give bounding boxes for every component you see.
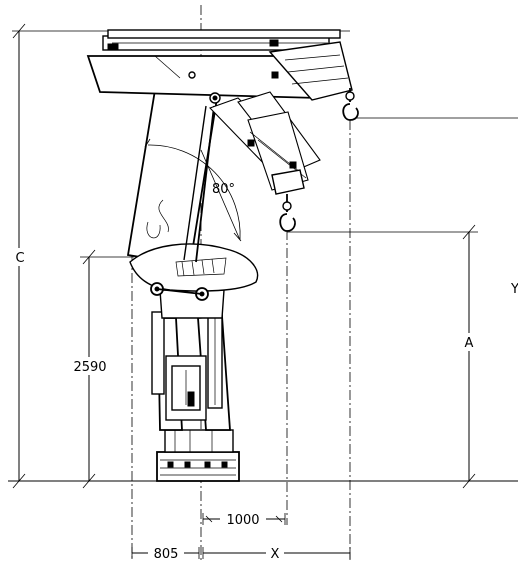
dimension-y: Y	[352, 117, 518, 297]
dimension-x: X	[202, 544, 351, 562]
outer-boom-horizontal	[86, 29, 353, 104]
hook-raised	[342, 88, 359, 121]
hook-lowered	[279, 194, 296, 232]
dimension-x-label: X	[271, 547, 280, 562]
dimension-1000: 1000	[202, 510, 286, 528]
dimension-2590: 2590	[72, 249, 134, 489]
dimension-y-label: Y	[510, 282, 518, 297]
crane-column	[151, 289, 231, 431]
luffing-cylinder	[183, 105, 215, 263]
dimension-805: 805	[131, 544, 200, 562]
inner-boom	[126, 89, 259, 301]
boom-angle: 80°	[144, 138, 242, 242]
angle-label: 80°	[212, 182, 235, 197]
dimension-a-label: A	[465, 336, 474, 351]
crane-base	[156, 429, 240, 482]
dimension-a: A	[287, 224, 478, 489]
dimension-1000-label: 1000	[226, 513, 259, 528]
dimension-c-label: C	[15, 251, 24, 266]
dimension-805-label: 805	[154, 547, 179, 562]
dimension-2590-label: 2590	[73, 360, 106, 375]
outer-boom-lowered	[209, 91, 321, 195]
